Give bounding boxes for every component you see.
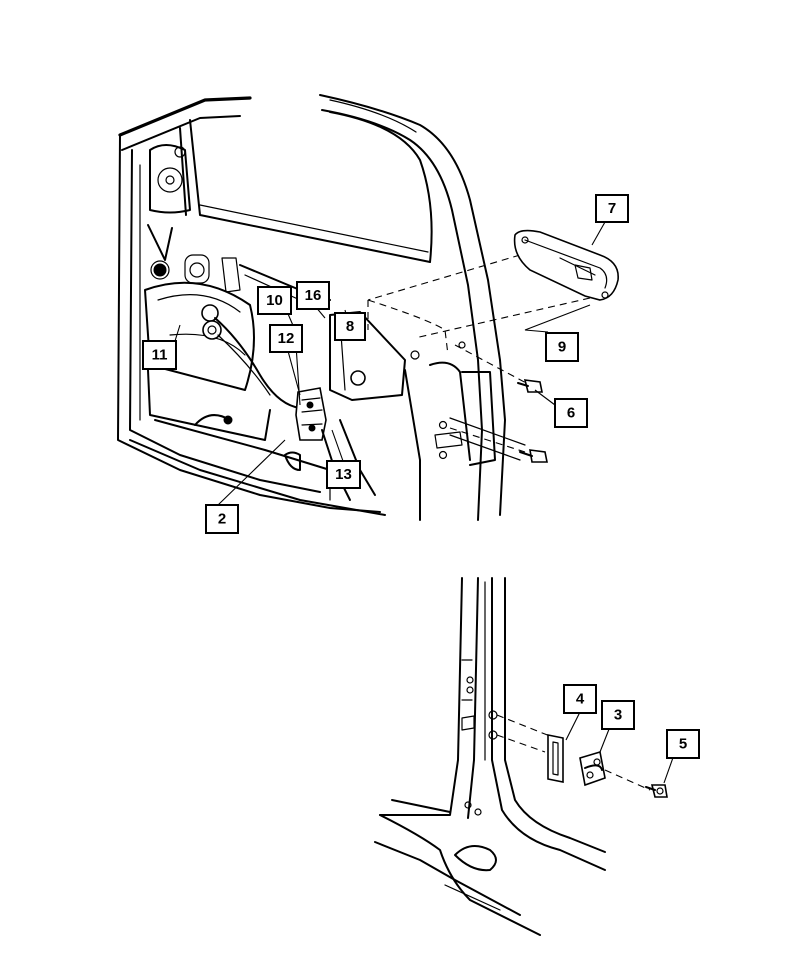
callout-4-label: 4 [576, 691, 585, 708]
callout-2-label: 2 [218, 511, 226, 528]
callout-12-label: 12 [278, 330, 295, 347]
callout-11: 11 [142, 340, 177, 370]
callout-9: 9 [545, 332, 579, 362]
callout-9-label: 9 [558, 339, 566, 356]
callout-7: 7 [595, 194, 629, 223]
callout-7-label: 7 [608, 200, 616, 217]
callout-5-label: 5 [679, 736, 687, 753]
striker-shim [547, 734, 564, 783]
callout-8-label: 8 [346, 318, 354, 335]
callout-10: 10 [257, 286, 292, 315]
callout-4: 4 [563, 684, 597, 714]
exterior-door-handle [513, 229, 619, 301]
callout-3: 3 [601, 700, 635, 730]
callout-6: 6 [554, 398, 588, 428]
callout-11-label: 11 [152, 347, 168, 364]
callout-2: 2 [205, 504, 239, 534]
door-striker [579, 750, 651, 791]
callout-13: 13 [326, 460, 361, 489]
callout-16: 16 [296, 281, 330, 310]
door-inner-panel-drawing [117, 94, 506, 521]
b-pillar-drawing [374, 577, 606, 936]
callout-6-label: 6 [567, 405, 575, 422]
callout-3-label: 3 [614, 707, 622, 724]
callout-10-label: 10 [266, 292, 283, 309]
callout-8: 8 [334, 312, 366, 341]
installation-phantom-lines [367, 254, 591, 461]
screw-fasteners [517, 379, 548, 463]
callout-5: 5 [666, 729, 700, 759]
callout-12: 12 [269, 324, 303, 353]
leader-lines [169, 221, 676, 784]
striker-bolt [645, 784, 668, 798]
callout-16-label: 16 [305, 287, 322, 304]
callout-13-label: 13 [335, 466, 352, 483]
